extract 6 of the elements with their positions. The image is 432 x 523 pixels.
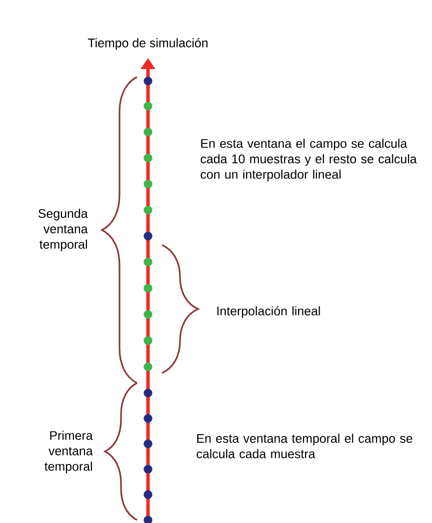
axis-title: Tiempo de simulación <box>88 38 208 50</box>
window-label: Segunda ventana temporal <box>38 208 88 252</box>
interpolation-label: Interpolación lineal <box>217 306 320 318</box>
window-label: Primera ventana temporal <box>44 430 93 474</box>
note-text: En esta ventana temporal el campo se calcula cada muestra <box>196 434 412 458</box>
note-text: En esta ventana el campo se calcula cada 10 muestras y el resto se calcula con un interpolador lineal <box>200 138 417 182</box>
